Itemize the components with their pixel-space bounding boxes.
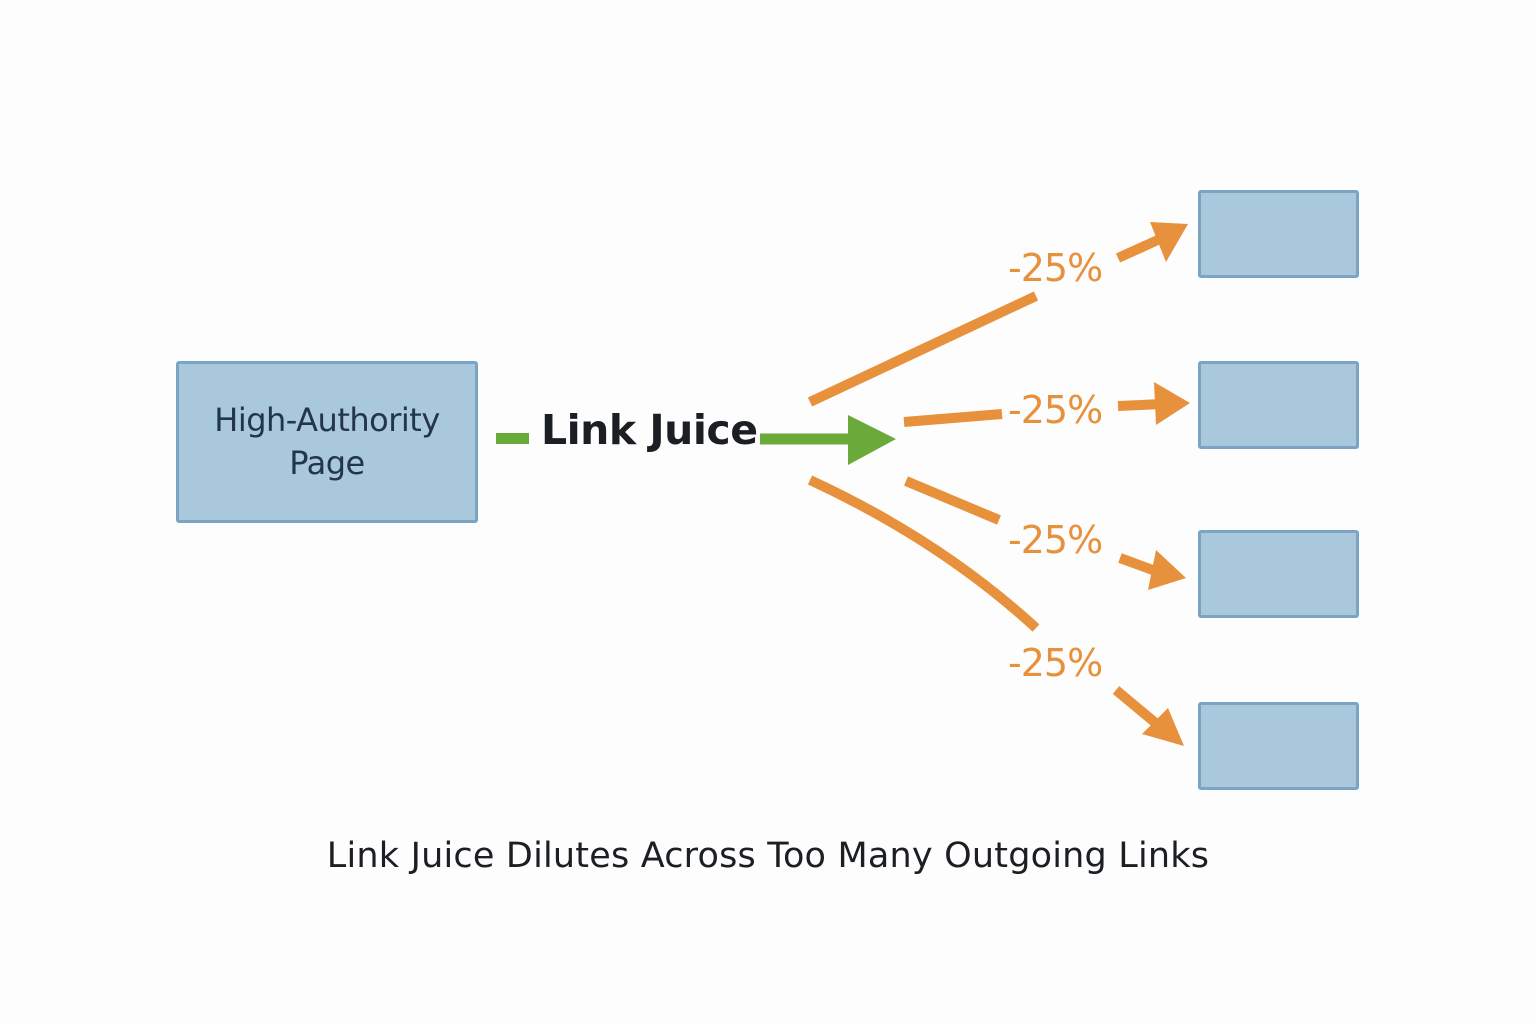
link-juice-arrow-head [848, 415, 896, 465]
outgoing-arrow-2-shaft-b [1117, 399, 1163, 411]
diagram-caption: Link Juice Dilutes Across Too Many Outgo… [326, 836, 1210, 876]
outgoing-link-1-share: -25% [1006, 246, 1105, 290]
high-authority-page-box: High-Authority Page [176, 361, 478, 523]
outgoing-arrow-1-shaft-a [807, 291, 1039, 407]
link-juice-label: Link Juice [541, 406, 758, 454]
outgoing-arrow-1-shaft-b [1115, 234, 1163, 263]
target-page-box-1 [1198, 190, 1359, 278]
target-page-box-2 [1198, 361, 1359, 449]
link-juice-dash [496, 433, 529, 444]
outgoing-arrow-1-head [1150, 222, 1188, 262]
outgoing-arrow-3-shaft-a [904, 476, 1001, 525]
outgoing-arrow-4-head [1142, 708, 1184, 746]
outgoing-arrow-4-shaft-b [1112, 686, 1162, 729]
outgoing-link-3-share: -25% [1006, 518, 1105, 562]
outgoing-arrow-2-head [1154, 382, 1190, 425]
outgoing-link-2-share: -25% [1006, 388, 1105, 432]
outgoing-link-4-share: -25% [1006, 641, 1105, 685]
outgoing-arrow-2-shaft-a [903, 409, 1003, 427]
source-page-label: High-Authority Page [214, 401, 440, 482]
outgoing-arrow-3-head [1148, 550, 1186, 590]
target-page-box-3 [1198, 530, 1359, 618]
target-page-box-4 [1198, 702, 1359, 790]
outgoing-arrow-4-shaft-a [807, 475, 1040, 632]
outgoing-arrow-3-shaft-b [1118, 553, 1160, 577]
